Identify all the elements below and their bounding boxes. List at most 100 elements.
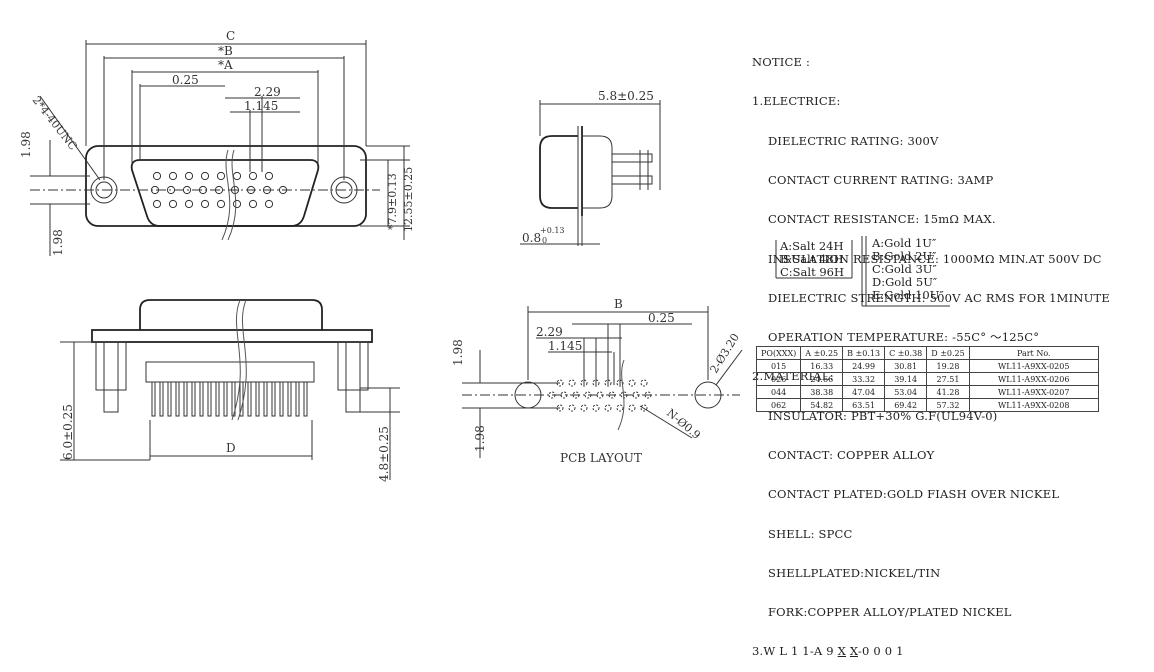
order-code-brackets: [775, 236, 950, 307]
front-dim-1255: 12.55±0.25: [402, 167, 415, 232]
bottom-dim-60: 6.0±0.25: [61, 404, 75, 460]
bottom-left-fork: [103, 389, 119, 413]
pcb-hole: [580, 379, 588, 387]
notice-heading: NOTICE :: [752, 55, 811, 70]
bottom-pin: [287, 381, 292, 417]
table-cell: 38.38: [800, 385, 844, 399]
pcb-layout: B 0.25 2.29 1.145 1.98 1.98 2-Ø3.20 N-Ø0…: [451, 297, 743, 465]
bottom-pin: [159, 381, 164, 417]
front-break-line: [221, 149, 231, 241]
bottom-pin: [199, 381, 204, 417]
table-cell: WL11-A9XX-0208: [968, 398, 1099, 412]
salt-option: A:Salt 24H: [780, 239, 844, 253]
table-cell: 015: [755, 359, 802, 373]
order-code-x1: X: [837, 644, 847, 659]
bottom-pin: [207, 381, 212, 417]
bottom-pin: [263, 381, 268, 417]
order-code-x2: X: [849, 644, 858, 659]
front-dim-198-bottom: 1.98: [51, 229, 65, 256]
table-row: 015 16.33 24.99 30.81 19.28 WL11-A9XX-02…: [755, 359, 1099, 373]
front-d-shell: [130, 159, 320, 227]
side-view: 5.8±0.25 0.8 +0.13 0: [520, 89, 661, 246]
bottom-break-line: [231, 299, 241, 421]
pcb-dim-198-bottom: 1.98: [473, 425, 487, 452]
salt-options: A:Salt 24H B:Salt 48H C:Salt 96H: [780, 240, 844, 279]
front-pin: [232, 199, 242, 209]
bottom-dim-d: D: [226, 441, 236, 455]
pcb-hole: [604, 404, 612, 412]
dimension-table: PO(XXX) A ±0.25 B ±0.13 C ±0.38 D ±0.25 …: [755, 346, 1099, 412]
bottom-pin: [239, 381, 244, 417]
table-cell: 47.04: [842, 385, 886, 399]
table-cell: 044: [755, 385, 802, 399]
side-shell: [539, 135, 578, 209]
front-dim-229: 2.29: [254, 85, 281, 99]
notice-insulation-resistance: INSULATION RESISTANCE: 1000MΩ MIN.AT 500…: [768, 251, 1102, 266]
pcb-hole: [604, 379, 612, 387]
notice-dielectric-strength: DIELECTRIC STRENGTH: 500V AC RMS FOR 1MI…: [768, 290, 1111, 305]
gold-options: A:Gold 1U″ B:Gold 2U″ C:Gold 3U″ D:Gold …: [872, 237, 944, 302]
pcb-hole: [616, 379, 624, 387]
notice-contact-current: CONTACT CURRENT RATING: 3AMP: [768, 173, 994, 188]
notice-shell: SHELL: SPCC: [768, 526, 853, 541]
side-dim-08-plus: +0.13: [540, 226, 565, 235]
bottom-shell: [139, 299, 323, 330]
bottom-pin: [183, 381, 188, 417]
gold-option: D:Gold 5U″: [872, 275, 938, 289]
bottom-pin: [279, 381, 284, 417]
notice-contact-resistance: CONTACT RESISTANCE: 15mΩ MAX.: [768, 212, 996, 227]
front-pin: [248, 171, 258, 181]
front-pin: [264, 199, 274, 209]
side-dim-08-base: 0.8: [522, 231, 541, 245]
front-pin: [168, 171, 178, 181]
table-cell: 24.99: [842, 359, 886, 373]
pcb-hole: [556, 379, 564, 387]
bottom-flange: [91, 329, 373, 343]
bottom-pin: [215, 381, 220, 417]
pcb-hole: [640, 404, 648, 412]
front-dim-198-top: 1.98: [19, 131, 33, 158]
front-dim-1145: 1.145: [244, 99, 278, 113]
side-dim-58: 5.8±0.25: [598, 89, 654, 103]
notice-contact-plated: CONTACT PLATED:GOLD FIASH OVER NICKEL: [768, 487, 1060, 502]
bottom-pin: [175, 381, 180, 417]
table-header: B ±0.13: [842, 346, 886, 360]
pcb-hole: [592, 404, 600, 412]
table-cell: 57.32: [926, 398, 970, 412]
table-cell: 53.04: [884, 385, 928, 399]
gold-option: E:Gold 10U″: [872, 288, 944, 302]
table-cell: 63.51: [842, 398, 886, 412]
bottom-left-standoff: [95, 341, 127, 391]
table-cell: 41.28: [926, 385, 970, 399]
pcb-hole: [568, 379, 576, 387]
table-cell: WL11-A9XX-0205: [968, 359, 1099, 373]
bottom-view: D 6.0±0.25 4.8±0.25: [60, 299, 400, 482]
notice-contact: CONTACT: COPPER ALLOY: [768, 448, 935, 462]
table-cell: 69.42: [884, 398, 928, 412]
front-pin: [200, 199, 210, 209]
table-row: 044 38.38 47.04 53.04 41.28 WL11-A9XX-02…: [755, 385, 1099, 399]
front-pin: [152, 199, 162, 209]
table-header: Part No.: [968, 346, 1099, 360]
front-pin: [248, 199, 258, 209]
table-cell: 33.32: [842, 372, 886, 386]
notice-insulator: INSULATOR: PBT+30% G.F(UL94V-0): [768, 408, 998, 423]
notice-order-code: 3.W L 1 1-A 9 X X-0 0 0 1: [752, 645, 1110, 658]
table-cell: 19.28: [926, 359, 970, 373]
pcb-layout-title: PCB LAYOUT: [560, 451, 642, 465]
table-cell: 54.82: [800, 398, 844, 412]
pcb-hole: [580, 404, 588, 412]
pcb-hole: [628, 404, 636, 412]
table-row: 026 24.66 33.32 39.14 27.51 WL11-A9XX-02…: [755, 372, 1099, 386]
technical-drawing: C *B *A 0.25 2.29 1.145 1.98 1.98 2*4-40…: [19, 29, 950, 482]
bottom-pin-array: [151, 381, 308, 417]
front-dim-c: C: [226, 29, 235, 43]
front-pin: [264, 171, 274, 181]
order-code-suffix: -0 0 0 1: [857, 644, 904, 659]
front-pin: [184, 199, 194, 209]
table-row: 062 54.82 63.51 69.42 57.32 WL11-A9XX-02…: [755, 398, 1099, 412]
table-cell: 30.81: [884, 359, 928, 373]
table-header: D ±0.25: [926, 346, 970, 360]
pcb-hole: [640, 379, 648, 387]
bottom-pin: [247, 381, 252, 417]
